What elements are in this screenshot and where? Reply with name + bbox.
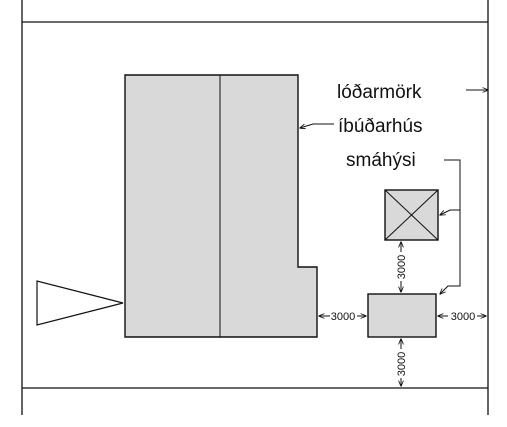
lot-boundary-label: lóðarmörk — [337, 82, 422, 103]
dimension-right: 3000 — [438, 311, 486, 323]
dimension-bottom-label: 3000 — [396, 352, 408, 376]
crossed-box — [384, 189, 439, 241]
dimension-top-label: 3000 — [396, 255, 408, 279]
small-building-leader — [440, 159, 461, 294]
entrance-triangle — [36, 280, 124, 326]
residential-house — [124, 74, 318, 338]
dimension-bottom: 3000 — [396, 339, 408, 386]
cross-line-2 — [384, 189, 439, 241]
crossed-box-leader — [440, 209, 460, 215]
dimension-left-label: 3000 — [331, 311, 355, 323]
small-building-label: smáhýsi — [346, 150, 416, 171]
lot-boundary — [21, 0, 489, 415]
dimension-right-label: 3000 — [451, 311, 475, 323]
residential-house-leader — [300, 123, 334, 128]
dimension-left: 3000 — [319, 311, 366, 323]
house-outline — [124, 74, 318, 338]
dimension-top: 3000 — [396, 242, 408, 292]
residential-house-label: íbúðarhús — [338, 116, 423, 137]
small-building — [367, 293, 437, 338]
